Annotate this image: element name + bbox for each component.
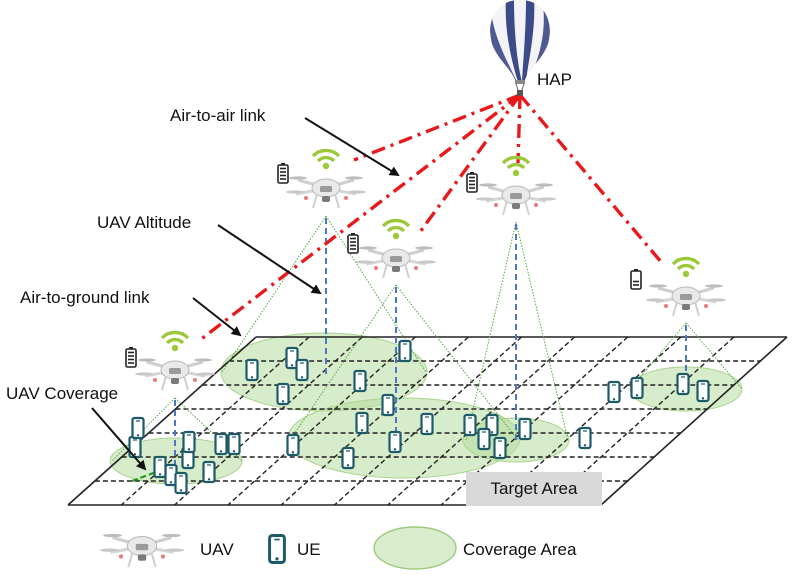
- ue-icon: [276, 382, 290, 406]
- annotation-arrows: [91, 117, 400, 471]
- ue-icon: [295, 358, 309, 382]
- legend-ue-label: UE: [297, 540, 321, 559]
- hap-label: HAP: [537, 70, 572, 89]
- uav-5: [630, 256, 728, 318]
- ue-icon: [268, 534, 286, 564]
- uav-coverage-arrow: [91, 407, 147, 471]
- battery-full-icon: [125, 346, 137, 368]
- ue-icon: [381, 393, 395, 417]
- target-area-label: Target Area: [490, 479, 578, 498]
- cone-line: [685, 322, 743, 390]
- drone-icon: [354, 244, 438, 280]
- grid-border-right: [600, 336, 788, 506]
- ue-icon: [202, 460, 216, 484]
- ue-icon: [696, 379, 710, 403]
- ue-icon: [131, 416, 145, 440]
- legend-coverage-label: Coverage Area: [463, 540, 577, 559]
- target-area-box: Target Area: [466, 472, 602, 506]
- uav-1: [277, 148, 368, 210]
- uav-icon: [98, 532, 186, 569]
- ue-icon: [353, 369, 367, 393]
- legend: UAV UE Coverage Area: [98, 526, 577, 570]
- air-link: [353, 93, 521, 162]
- ue-icon: [355, 411, 369, 435]
- air-to-air-label: Air-to-air link: [170, 106, 266, 125]
- air-link: [518, 93, 664, 265]
- uav-4: [125, 330, 217, 392]
- battery-full-icon: [347, 232, 359, 254]
- air-link: [198, 93, 522, 342]
- ue-icon: [341, 446, 355, 470]
- air-link: [516, 94, 522, 164]
- ue-icon: [676, 372, 690, 396]
- ue-icon: [607, 380, 621, 404]
- grid-column-line: [334, 336, 522, 506]
- ue-icon: [174, 471, 188, 495]
- battery-full-icon: [277, 162, 289, 184]
- grid-column-line: [280, 336, 469, 506]
- cone-line: [465, 221, 517, 441]
- coverage-area-icon: [373, 526, 457, 570]
- ue-icon: [420, 412, 434, 436]
- ue-icon: [182, 430, 196, 454]
- ue-icon: [245, 358, 259, 382]
- ue-icon: [477, 427, 491, 451]
- wifi-signal-icon: [381, 218, 411, 241]
- cone-line: [174, 397, 243, 462]
- ue-icon: [214, 432, 228, 456]
- ue-icon: [388, 430, 402, 454]
- grid-column-line: [387, 336, 576, 506]
- wifi-signal-icon: [671, 256, 701, 279]
- air-to-ground-label: Air-to-ground link: [20, 288, 150, 307]
- ue-icon: [518, 417, 532, 441]
- grid-column-line: [227, 336, 416, 506]
- ue-icon: [493, 436, 507, 460]
- uav-3: [466, 155, 558, 217]
- uav-altitude-arrow: [217, 224, 322, 295]
- legend-ue: UE: [268, 534, 321, 564]
- drone-icon: [474, 181, 558, 217]
- grid-border-left: [67, 336, 257, 506]
- ue-icon: [286, 433, 300, 457]
- uav-altitude-label: UAV Altitude: [97, 213, 191, 232]
- cone-line: [221, 215, 327, 373]
- drone-icon: [284, 174, 368, 210]
- cone-line: [289, 284, 397, 441]
- ue-icon: [227, 432, 241, 456]
- battery-half-icon: [630, 268, 642, 290]
- grid-column-line: [120, 336, 310, 506]
- wifi-signal-icon: [501, 155, 531, 178]
- ue-icon: [578, 426, 592, 450]
- wifi-signal-icon: [160, 330, 190, 353]
- battery-full-icon: [466, 171, 478, 193]
- drone-icon: [644, 282, 728, 318]
- ue-icon: [398, 339, 412, 363]
- wifi-signal-icon: [311, 148, 341, 171]
- air-to-air-links: [198, 93, 664, 342]
- air-to-air-arrow: [304, 117, 400, 177]
- ue-icon: [463, 413, 477, 437]
- air-to-ground-arrow: [192, 297, 242, 337]
- ue-icon: [153, 455, 167, 479]
- legend-uav: UAV: [98, 532, 234, 569]
- legend-coverage: Coverage Area: [373, 526, 577, 570]
- ue-icon: [630, 376, 644, 400]
- uav-coverage-label: UAV Coverage: [6, 384, 118, 403]
- cone-line: [515, 221, 569, 441]
- legend-uav-label: UAV: [200, 540, 234, 559]
